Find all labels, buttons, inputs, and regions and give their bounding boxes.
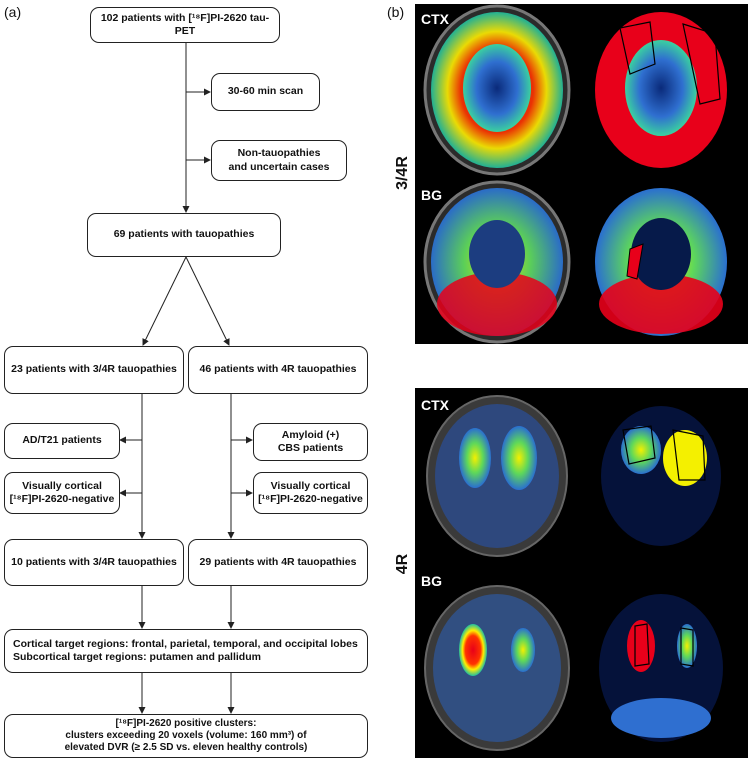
box-nontau-line1: Non-tauopathies <box>237 147 321 160</box>
brain-panel-34r: CTX BG <box>415 4 748 344</box>
panel-b-label: (b) <box>387 4 405 20</box>
row-label-ctx-4r: CTX <box>421 397 450 413</box>
box-34r-group: 23 patients with 3/4R tauopathies <box>4 346 184 394</box>
box-vis-left-line1: Visually cortical <box>22 479 102 492</box>
box-amyloid-line1: Amyloid (+) <box>281 428 340 441</box>
box-vis-right-line2: [¹⁸F]PI-2620-negative <box>258 493 363 505</box>
panel-a-label: (a) <box>4 4 22 20</box>
box-clusters-line3: elevated DVR (≥ 2.5 SD vs. eleven health… <box>64 742 308 753</box>
row-label-bg-4r: BG <box>421 573 442 589</box>
box-nontau-exclusion: Non-tauopathies and uncertain cases <box>211 140 347 181</box>
box-visual-negative-left: Visually cortical [¹⁸F]PI-2620-negative <box>4 472 120 514</box>
box-positive-clusters: [¹⁸F]PI-2620 positive clusters: clusters… <box>4 714 368 758</box>
box-4r-group: 46 patients with 4R tauopathies <box>188 346 368 394</box>
box-amyloid-line2: CBS patients <box>277 442 344 454</box>
box-amyloid-cbs: Amyloid (+) CBS patients <box>253 423 368 461</box>
group-label-34r: 3/4R <box>394 156 411 190</box>
box-regions-line1: Cortical target regions: frontal, pariet… <box>13 637 358 650</box>
box-visual-negative-right: Visually cortical [¹⁸F]PI-2620-negative <box>253 472 368 514</box>
box-vis-right-line1: Visually cortical <box>270 479 351 492</box>
box-regions-line2: Subcortical target regions: putamen and … <box>13 651 261 663</box>
group-label-4r: 4R <box>394 553 411 575</box>
box-vis-left-line2: [¹⁸F]PI-2620-negative <box>9 493 115 505</box>
pet-scans-4r: CTX BG <box>421 395 723 751</box>
box-34r-final: 10 patients with 3/4R tauopathies <box>4 539 184 586</box>
box-ad-t21: AD/T21 patients <box>4 423 120 459</box>
box-clusters-line2: clusters exceeding 20 voxels (volume: 16… <box>65 730 307 741</box>
box-clusters-line1: [¹⁸F]PI-2620 positive clusters: <box>115 718 257 729</box>
box-4r-final: 29 patients with 4R tauopathies <box>188 539 368 586</box>
pet-scans-34r: CTX BG <box>421 4 733 344</box>
box-scan-exclusion: 30-60 min scan <box>211 73 320 111</box>
box-tauopathies: 69 patients with tauopathies <box>87 213 281 257</box>
flow-arrows <box>119 43 253 714</box>
box-nontau-line2: and uncertain cases <box>228 160 330 173</box>
row-label-bg-34r: BG <box>421 187 442 203</box>
box-target-regions: Cortical target regions: frontal, pariet… <box>4 629 368 673</box>
row-label-ctx-34r: CTX <box>421 11 450 27</box>
brain-panel-4r: CTX BG <box>415 388 748 758</box>
box-start: 102 patients with [¹⁸F]PI-2620 tau-PET <box>90 7 280 43</box>
